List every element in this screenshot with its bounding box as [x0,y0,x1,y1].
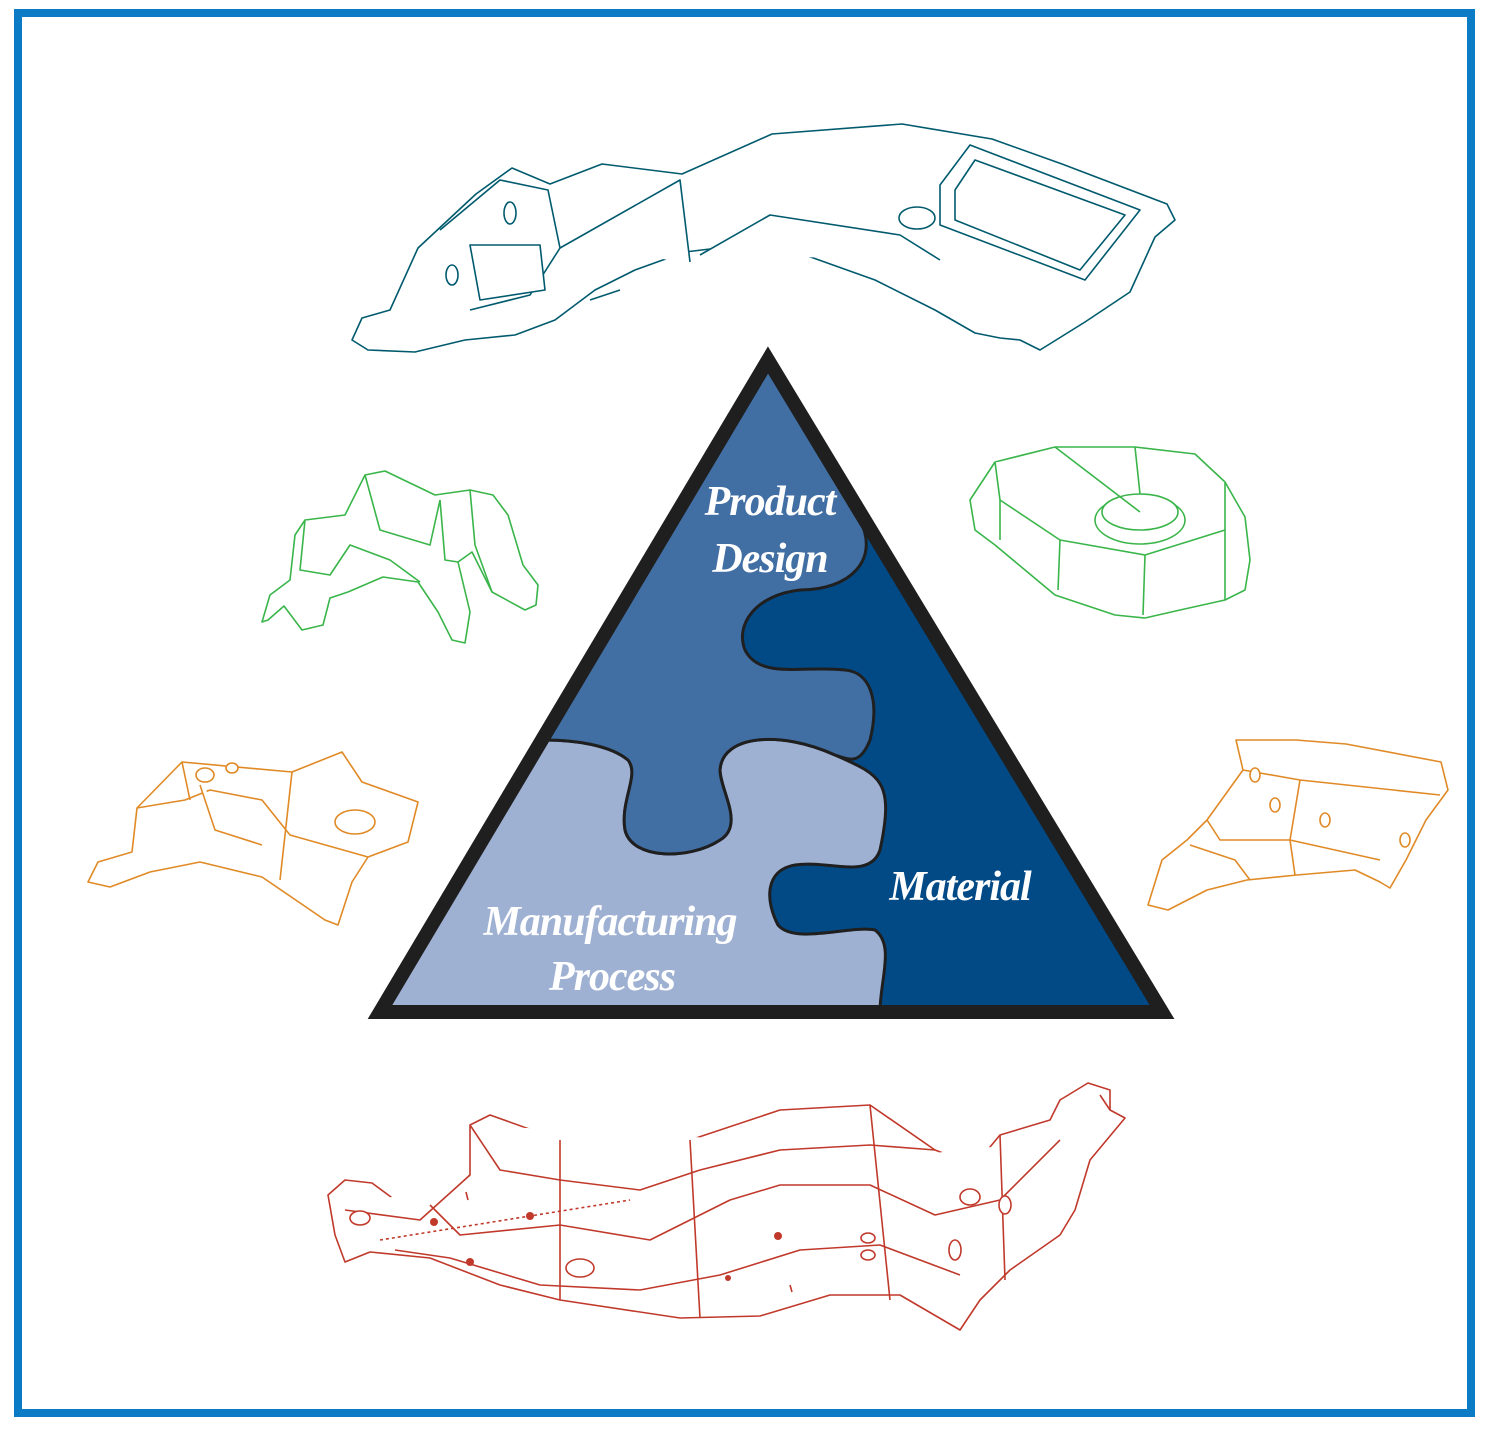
label-design: Design [711,536,827,582]
orange-bracket-right [1147,739,1453,920]
green-housing-right [969,446,1255,628]
teal-rail-part [340,123,1178,372]
green-bracket-left [255,470,540,652]
label-manufacturing: Manufacturing [482,899,736,945]
label-process: Process [548,954,676,1000]
label-material: Material [888,864,1032,910]
red-frame-rail [327,1082,1135,1355]
label-product: Product [704,479,838,525]
orange-bracket-left [85,751,420,935]
triangle-border [367,346,1175,1019]
puzzle-triangle: Product Design Material Manufacturing Pr… [367,346,1175,1019]
